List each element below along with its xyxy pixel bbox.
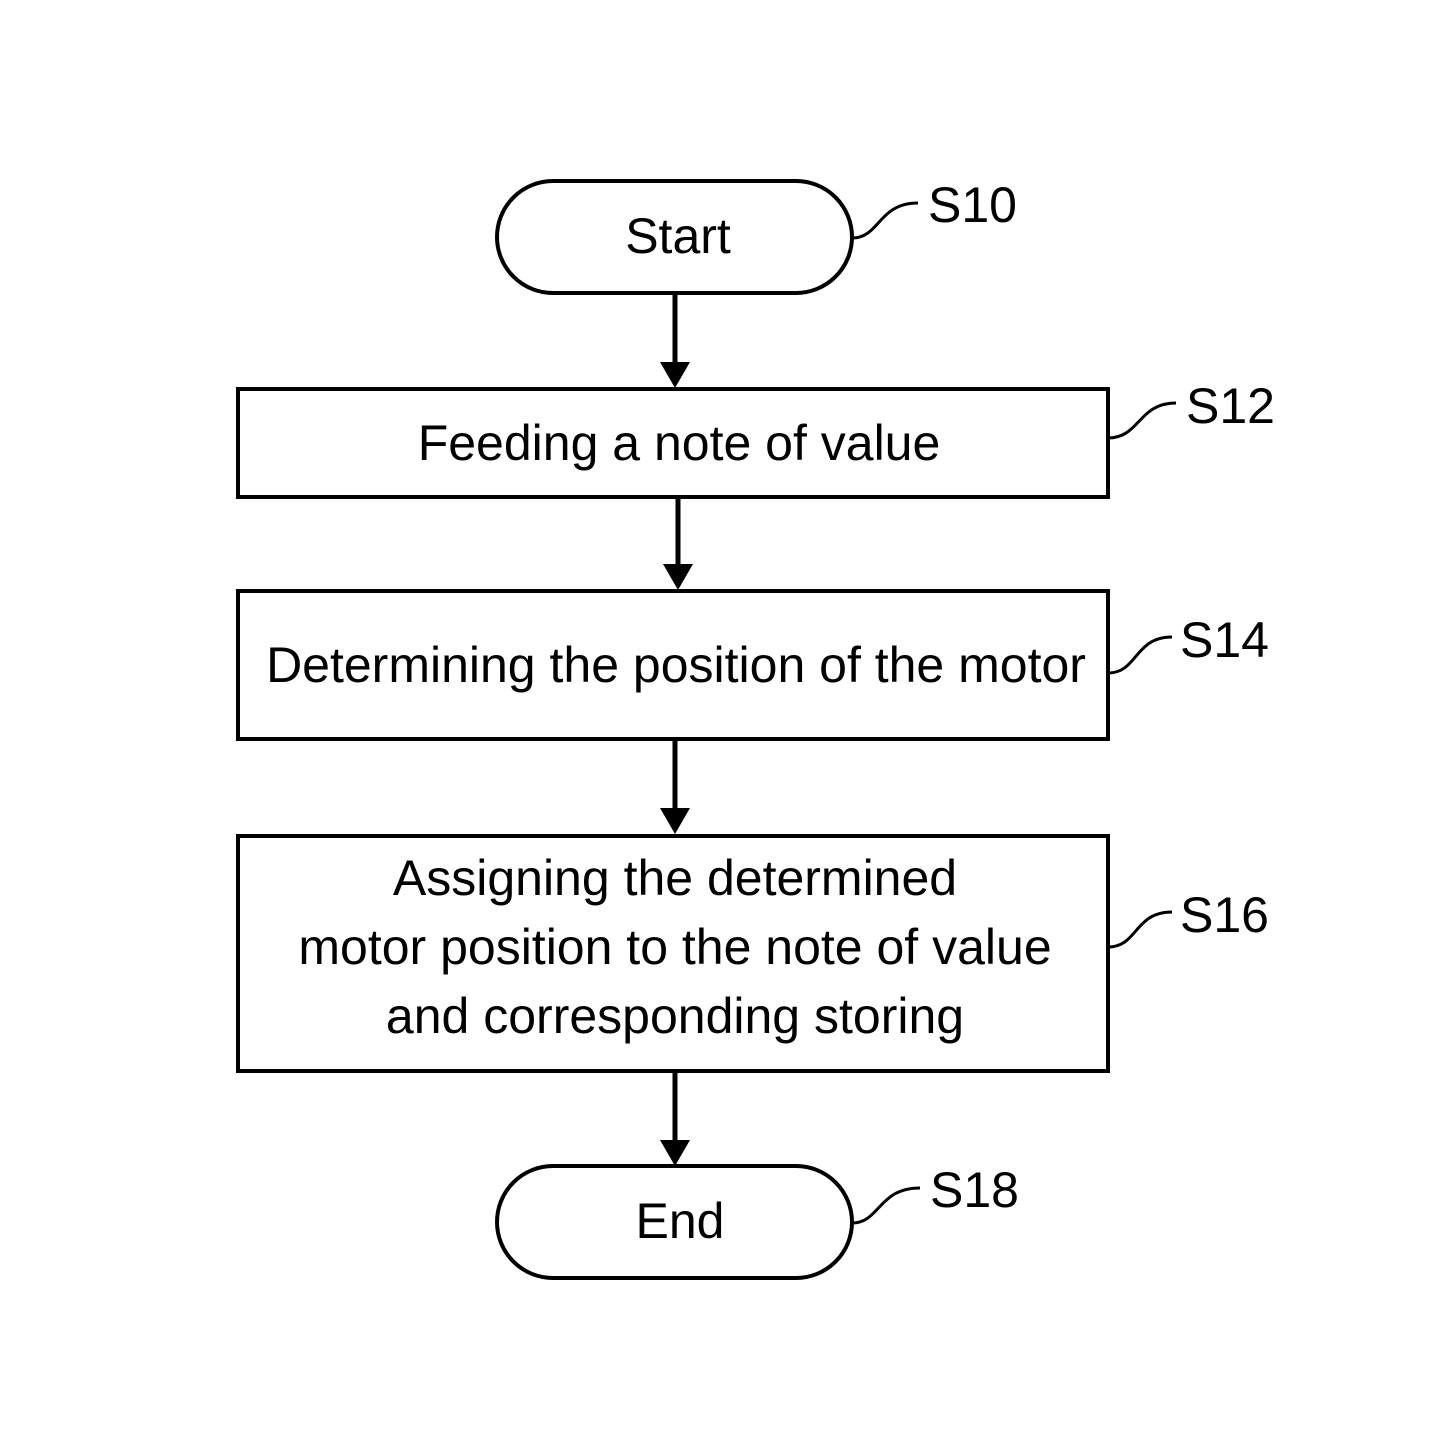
reference-label: S12 [1186, 378, 1275, 434]
node-assign: Assigning the determined motor position … [238, 836, 1269, 1071]
reference-label: S14 [1180, 612, 1269, 668]
edge-start-to-feed [660, 293, 690, 388]
node-label: Determining the position of the motor [266, 637, 1086, 693]
edge-assign-to-end [660, 1071, 690, 1166]
reference-label: S16 [1180, 887, 1269, 943]
reference-leader [852, 203, 918, 238]
reference-leader [852, 1188, 920, 1223]
node-label-line-2: motor position to the note of value [298, 919, 1051, 975]
reference-leader [1108, 912, 1172, 947]
node-label: End [636, 1193, 725, 1249]
node-label-line-1: Assigning the determined [393, 850, 957, 906]
node-label: Feeding a note of value [418, 415, 941, 471]
reference-label: S18 [930, 1162, 1019, 1218]
node-start: Start S10 [497, 177, 1017, 293]
node-end: End S18 [497, 1162, 1019, 1278]
node-feed: Feeding a note of value S12 [238, 378, 1275, 497]
edge-determine-to-assign [660, 739, 690, 834]
node-label-line-3: and corresponding storing [386, 988, 964, 1044]
edge-feed-to-determine [663, 497, 693, 590]
node-determine: Determining the position of the motor S1… [238, 591, 1269, 739]
reference-label: S10 [928, 177, 1017, 233]
reference-leader [1108, 637, 1172, 673]
reference-leader [1108, 403, 1176, 438]
node-label: Start [625, 208, 731, 264]
